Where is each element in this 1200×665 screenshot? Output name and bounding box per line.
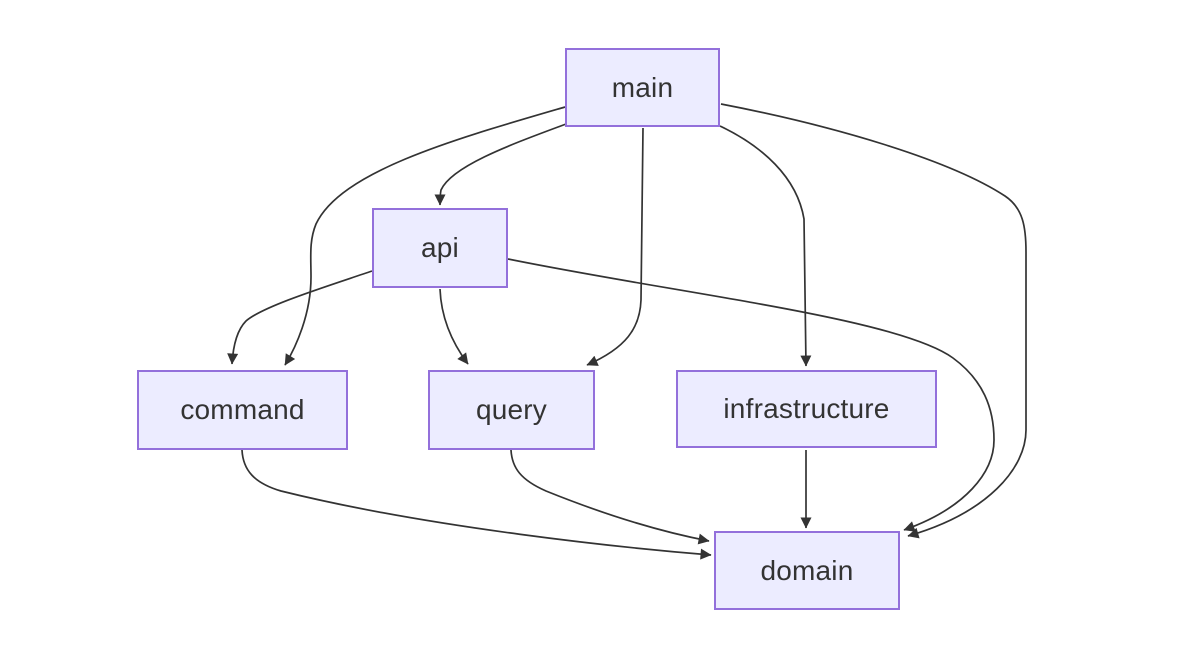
edge-main-query [586, 127, 644, 366]
node-infrastructure: infrastructure [676, 370, 937, 448]
edge-api-command [227, 270, 373, 365]
node-query: query [428, 370, 595, 450]
node-api-label: api [421, 232, 459, 263]
node-domain-label: domain [760, 554, 854, 586]
node-command-label: command [180, 394, 305, 425]
node-api: api [372, 208, 508, 288]
node-query-label: query [475, 394, 548, 425]
node-main: main [565, 48, 720, 127]
edge-command-domain [241, 449, 712, 560]
edge-main-api [434, 123, 567, 206]
node-main-label: main [611, 71, 674, 103]
node-command: command [137, 370, 348, 450]
edge-main-command [284, 106, 566, 366]
edge-main-infrastructure [719, 125, 812, 367]
node-infrastructure-label: infrastructure [723, 393, 890, 424]
edge-query-domain [510, 449, 710, 545]
node-domain: domain [714, 531, 900, 610]
edge-api-query [439, 288, 469, 365]
edge-main-domain [720, 103, 1027, 539]
edge-api-domain [507, 258, 995, 532]
